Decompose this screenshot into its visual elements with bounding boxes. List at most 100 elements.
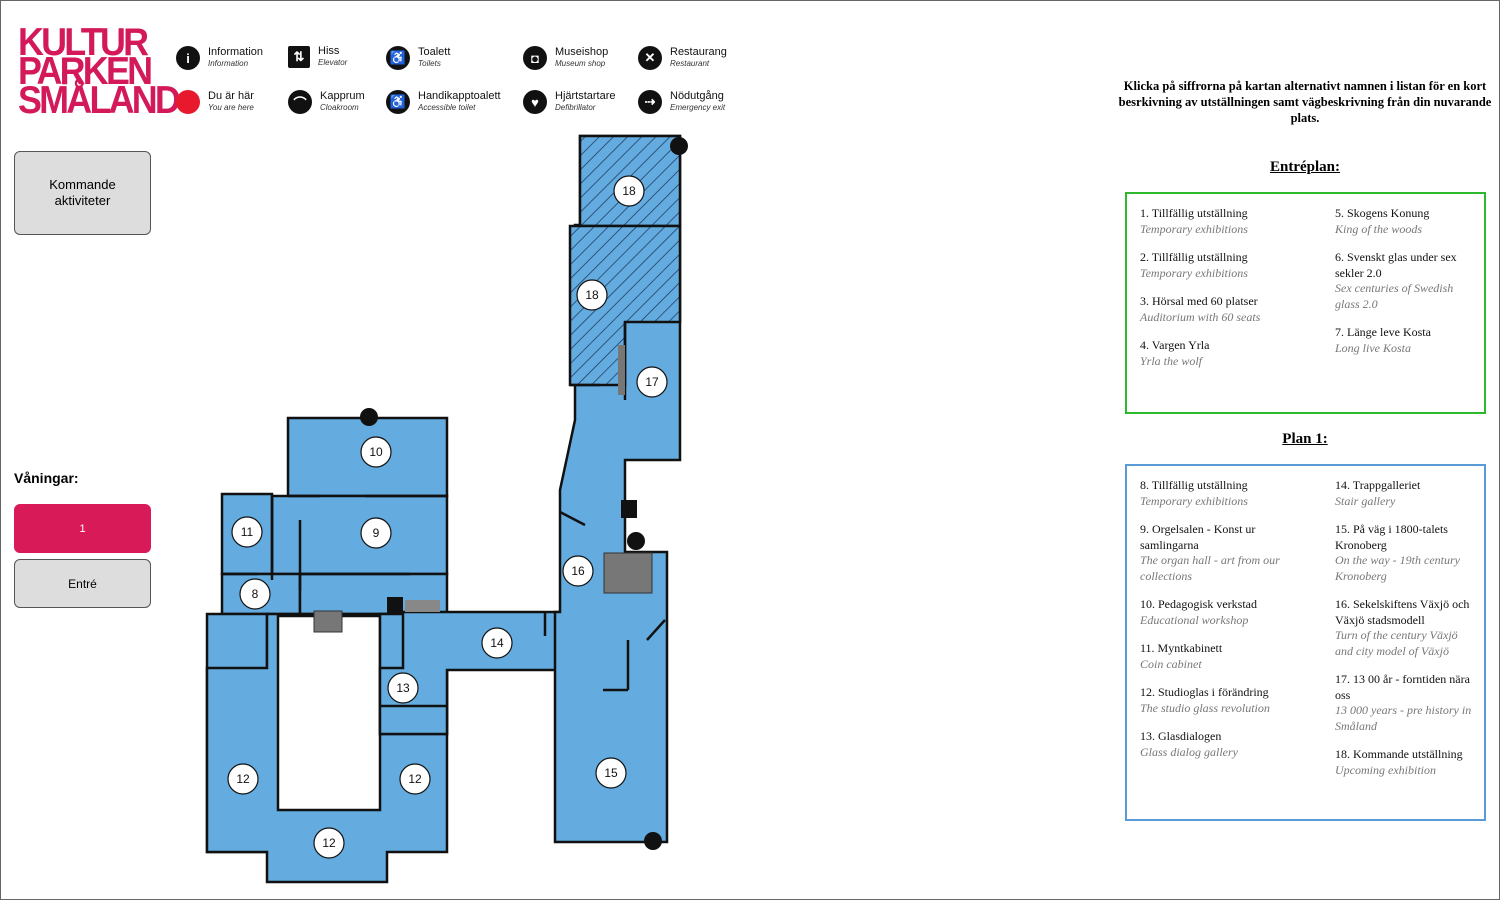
legend-label-en: Elevator (318, 58, 348, 67)
legend-label: Museishop (555, 46, 609, 58)
room-marker-label: 16 (571, 564, 585, 578)
exhibit-16[interactable]: 16. Sekelskiftens Växjö och Växjö stadsm… (1335, 597, 1475, 659)
elevator-icon: ⇅ (288, 46, 310, 68)
cloakroom-icon: ⌒ (288, 90, 312, 114)
exhibit-name: 14. Trappgalleriet (1335, 478, 1421, 492)
exhibit-name-en: 13 000 years - pre history in Småland (1335, 703, 1472, 733)
exhibit-name-en: On the way - 19th century Kronoberg (1335, 553, 1460, 583)
exhibit-name: 18. Kommande utställning (1335, 747, 1463, 761)
elevator-icon (387, 597, 403, 613)
floor-1-button[interactable]: 1 (14, 504, 151, 553)
room-marker-label: 15 (604, 766, 618, 780)
exhibit-name: 5. Skogens Konung (1335, 206, 1430, 220)
room-marker-10[interactable]: 10 (360, 436, 392, 468)
exhibit-name-en: Temporary exhibitions (1140, 221, 1248, 236)
exhibit-name-en: The organ hall - art from our collection… (1140, 553, 1280, 583)
room-marker-label: 12 (322, 836, 336, 850)
room-marker-12a[interactable]: 12 (227, 763, 259, 795)
room-marker-18b[interactable]: 18 (576, 279, 608, 311)
exhibit-name-en: Long live Kosta (1335, 340, 1412, 355)
staircase-left (313, 610, 343, 633)
emergency-exit-icon (360, 408, 378, 426)
exhibit-name-en: Turn of the century Växjö and city model… (1335, 628, 1458, 658)
defibrillator-icon: ♥ (523, 90, 547, 114)
exhibit-name: 15. På väg i 1800-talets Kronoberg (1335, 522, 1448, 552)
logo-line-1: KULTUR (18, 21, 149, 64)
room-marker-18a[interactable]: 18 (613, 175, 645, 207)
room-marker-9[interactable]: 9 (360, 517, 392, 549)
exhibit-name: 4. Vargen Yrla (1140, 338, 1210, 352)
room-marker-12b[interactable]: 12 (399, 763, 431, 795)
room-marker-label: 9 (373, 526, 380, 540)
legend-label: Restaurang (670, 46, 727, 58)
exhibit-name-en: Sex centuries of Swedish glass 2.0 (1335, 281, 1454, 311)
room-marker-17[interactable]: 17 (636, 366, 668, 398)
exhibit-name-en: Auditorium with 60 seats (1140, 309, 1261, 324)
exhibit-name: 9. Orgelsalen - Konst ur samlingarna (1140, 522, 1256, 552)
room-marker-label: 18 (622, 184, 636, 198)
elevator-icon (621, 500, 637, 518)
legend-label-en: Information (208, 59, 249, 68)
room-9-area[interactable] (270, 494, 449, 576)
legend-label-en: Accessible toilet (418, 103, 476, 112)
room-marker-8[interactable]: 8 (239, 578, 271, 610)
room-marker-13[interactable]: 13 (387, 672, 419, 704)
room-marker-label: 13 (396, 681, 410, 695)
room-marker-15[interactable]: 15 (595, 757, 627, 789)
upcoming-activities-button[interactable]: Kommande aktiviteter (14, 151, 151, 235)
floor-1-title: Plan 1: (1282, 431, 1328, 447)
room-marker-12c[interactable]: 12 (313, 827, 345, 859)
room-marker-label: 14 (490, 636, 504, 650)
legend-label-en: You are here (208, 103, 254, 112)
floors-label: Våningar: (14, 470, 79, 486)
shop-icon: ◘ (523, 46, 547, 70)
ramp (405, 600, 440, 612)
intro-text: Klicka på siffrorna på kartan alternativ… (1118, 79, 1492, 125)
room-marker-label: 12 (236, 772, 250, 786)
accessible-toilet-icon: ♿ (386, 90, 410, 114)
legend-label: Hjärtstartare (555, 90, 616, 102)
room-marker-14[interactable]: 14 (481, 627, 513, 659)
room-marker-label: 8 (252, 587, 259, 601)
exhibit-name-en: Temporary exhibitions (1140, 493, 1248, 508)
legend-label-en: Emergency exit (670, 103, 726, 112)
room-marker-11[interactable]: 11 (231, 516, 263, 548)
legend-label-en: Toilets (418, 59, 441, 68)
exhibit-name: 1. Tillfällig utställning (1140, 206, 1248, 220)
legend-label-en: Museum shop (555, 59, 606, 68)
staircase (603, 552, 653, 594)
entrance-floor-title: Entréplan: (1269, 159, 1340, 175)
floor-entrance-button[interactable]: Entré (14, 559, 151, 608)
legend-label: Nödutgång (670, 90, 724, 102)
room-marker-label: 11 (241, 525, 254, 539)
exhibit-name: 6. Svenskt glas under sex sekler 2.0 (1335, 250, 1457, 280)
legend-label: Toalett (418, 46, 451, 58)
legend-label-en: Restaurant (670, 59, 710, 68)
exhibit-name-en: Yrla the wolf (1140, 353, 1203, 368)
room-marker-16[interactable]: 16 (562, 555, 594, 587)
exhibit-name-en: King of the woods (1335, 221, 1423, 236)
